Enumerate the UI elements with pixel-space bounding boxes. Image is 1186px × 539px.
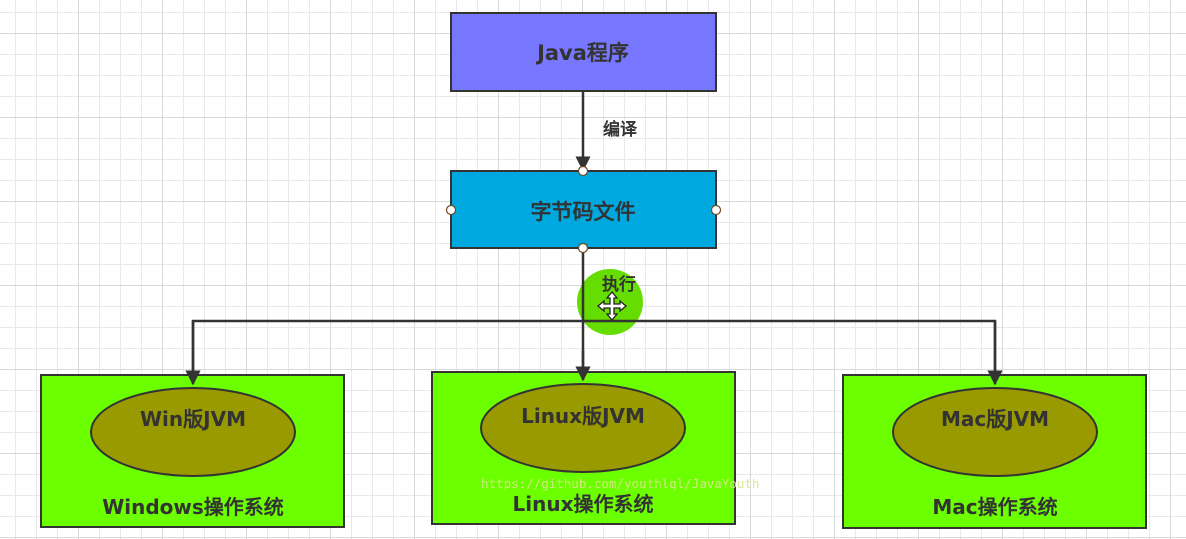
java-program-box[interactable] <box>450 12 717 92</box>
edge-execute[interactable]: 执行 <box>185 248 1003 386</box>
mac-jvm-label: Mac版JVM <box>941 407 1049 431</box>
win-jvm-label: Win版JVM <box>140 407 246 431</box>
move-cursor-icon <box>596 290 628 322</box>
mac-os-label: Mac操作系统 <box>932 495 1057 519</box>
compile-label: 编译 <box>603 119 638 140</box>
bytecode-file-box[interactable] <box>450 170 717 249</box>
linux-jvm-ellipse[interactable] <box>480 383 686 473</box>
connection-handle-bottom[interactable] <box>577 242 589 254</box>
mac-jvm-ellipse[interactable] <box>892 387 1098 477</box>
execute-label: 执行 <box>602 274 636 295</box>
linux-os-label: Linux操作系统 <box>513 492 654 516</box>
windows-os-label: Windows操作系统 <box>102 495 284 519</box>
node-windows-os[interactable]: Win版JVM Windows操作系统 <box>40 374 345 528</box>
node-mac-os[interactable]: Mac版JVM Mac操作系统 <box>842 374 1147 529</box>
connection-handle-top[interactable] <box>577 165 589 177</box>
connection-handle-right[interactable] <box>710 204 722 216</box>
connection-handle-left[interactable] <box>445 204 457 216</box>
node-java-program[interactable]: Java程序 <box>450 12 717 92</box>
watermark-url: https://github.com/youthlql/JavaYouth <box>481 476 760 491</box>
edge-compile[interactable]: 编译 <box>575 91 638 172</box>
java-program-label: Java程序 <box>535 41 629 65</box>
node-bytecode-file[interactable]: 字节码文件 <box>445 165 722 249</box>
bytecode-file-label: 字节码文件 <box>531 200 636 224</box>
win-jvm-ellipse[interactable] <box>90 387 296 477</box>
node-linux-os[interactable]: Linux版JVM Linux操作系统 <box>431 371 736 525</box>
linux-jvm-label: Linux版JVM <box>521 404 645 428</box>
